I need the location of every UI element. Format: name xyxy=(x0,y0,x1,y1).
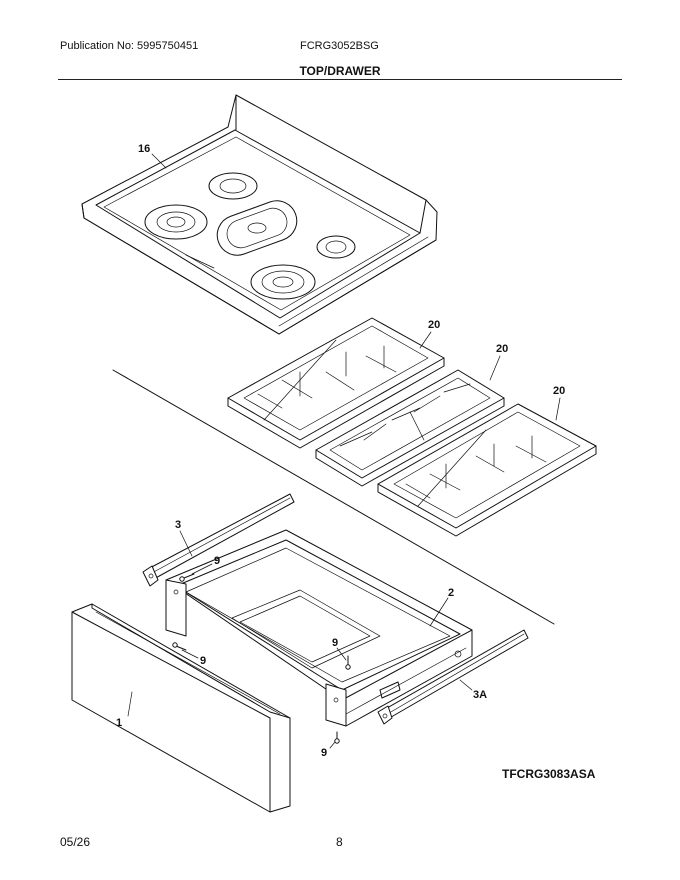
grate-middle xyxy=(315,369,505,487)
grate-left xyxy=(227,317,445,449)
callout-16: 16 xyxy=(138,143,150,155)
callout-9-top: 9 xyxy=(214,555,220,567)
model-number: FCRG3052BSG xyxy=(300,40,379,52)
callout-leaders xyxy=(127,153,561,749)
page-number: 8 xyxy=(336,835,343,849)
callout-9-middle: 9 xyxy=(332,637,338,649)
callout-3a: 3A xyxy=(473,689,487,701)
callout-9-bottom: 9 xyxy=(321,747,327,759)
callout-20-middle: 20 xyxy=(496,343,508,355)
grate-right xyxy=(377,403,597,537)
callout-20-left: 20 xyxy=(428,319,440,331)
cooktop-top xyxy=(81,94,438,335)
drawer-rail-right xyxy=(377,629,529,725)
header-rule xyxy=(58,79,622,80)
callout-9-left: 9 xyxy=(200,655,206,667)
screw-middle xyxy=(345,655,351,670)
callout-1: 1 xyxy=(116,717,122,729)
publication-number: Publication No: 5995750451 xyxy=(60,40,199,52)
screw-top xyxy=(179,573,195,582)
drawer-body xyxy=(165,529,473,727)
footer-date: 05/26 xyxy=(60,835,91,849)
callout-20-right: 20 xyxy=(553,385,565,397)
drawer-rail-left xyxy=(142,493,295,587)
callout-3: 3 xyxy=(175,519,181,531)
drawer-front-panel xyxy=(71,603,291,813)
callout-2: 2 xyxy=(448,587,454,599)
screw-left xyxy=(172,642,187,651)
section-title: TOP/DRAWER xyxy=(299,64,381,78)
screw-bottom xyxy=(334,731,340,744)
diagram-code: TFCRG3083ASA xyxy=(502,767,596,781)
separator-line xyxy=(112,369,555,625)
